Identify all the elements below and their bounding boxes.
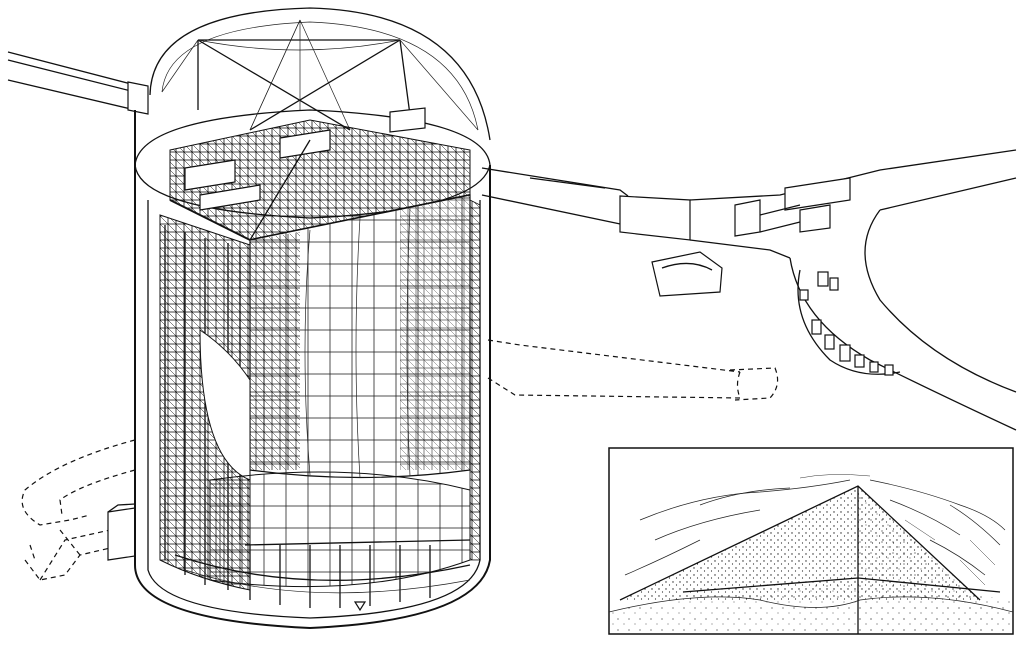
- bottom-grid: [174, 471, 471, 612]
- equipment-bay: [797, 269, 901, 376]
- tunnel-junction-right: [651, 149, 1017, 431]
- dome-truss: [161, 19, 479, 131]
- dashed-drainage-tunnel-left: [21, 439, 136, 581]
- inner-detector-grid: [199, 194, 471, 481]
- access-tunnel-right: [481, 167, 691, 241]
- dashed-drainage-tunnel-right: [487, 339, 779, 401]
- access-tunnel-left: [7, 51, 149, 115]
- detector-cavern: [134, 7, 491, 630]
- inset-mountain-view: [608, 447, 1014, 635]
